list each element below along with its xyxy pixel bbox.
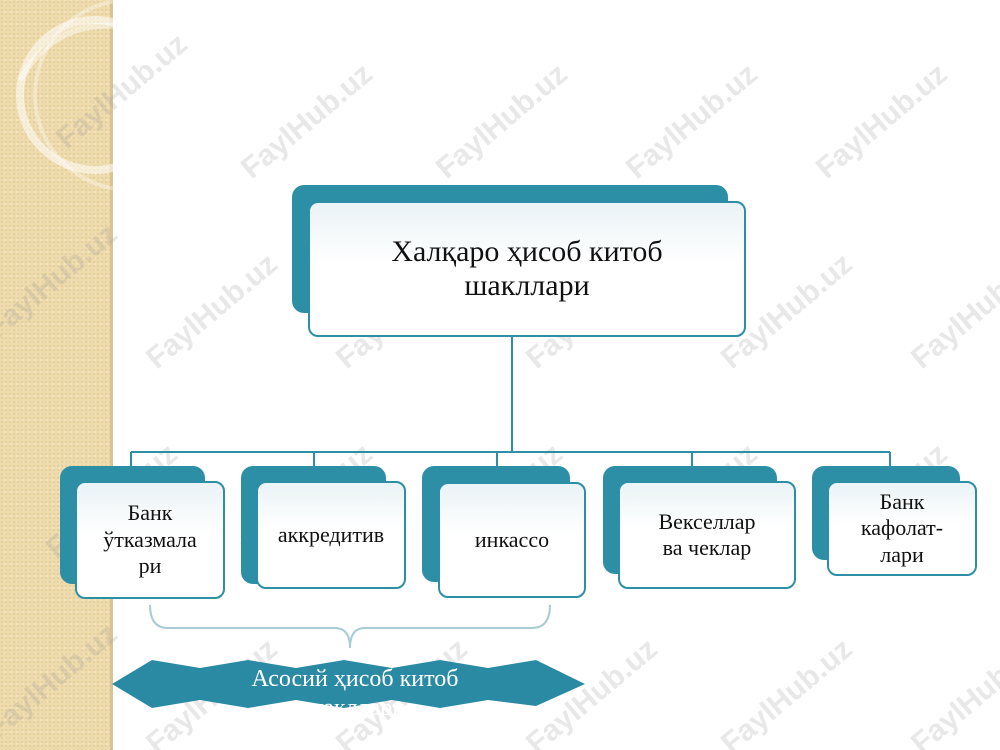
child-label-line: Банк [127, 500, 173, 526]
child-label-line: инкассо [474, 526, 550, 552]
child-node-bank-transfers: Банк ўтказмала ри [75, 481, 225, 599]
child-label-line: аккредитив [277, 521, 385, 547]
child-node-bills-checks: Векселлар ва чеклар [618, 481, 796, 589]
child-label-line: ва чеклар [662, 535, 752, 560]
banner-shape [112, 660, 585, 708]
child-label-line: ри [138, 553, 162, 579]
root-label-line2: шакллари [464, 269, 590, 302]
root-label-line1: Халқаро ҳисоб китоб [391, 234, 663, 268]
child-label-line: лари [880, 541, 924, 567]
banner-label-line1: Асосий ҳисоб китоб [251, 666, 459, 692]
grouping-brace [149, 604, 551, 649]
banner-label-line2: шакллари [304, 694, 406, 721]
banner-label: Асосий ҳисоб китоб шакллари [205, 665, 505, 723]
root-node: Халқаро ҳисоб китоб шакллари [308, 201, 746, 337]
child-label-line: Векселлар [658, 508, 756, 534]
child-node-accreditive: аккредитив [256, 481, 406, 589]
child-node-incasso: инкассо [438, 482, 586, 598]
child-node-bank-guarantees: Банк кафолат- лари [827, 481, 977, 576]
child-label-line: Банк [879, 488, 925, 514]
child-label-line: ўтказмала [103, 526, 197, 552]
child-label-line: кафолат- [860, 515, 944, 541]
